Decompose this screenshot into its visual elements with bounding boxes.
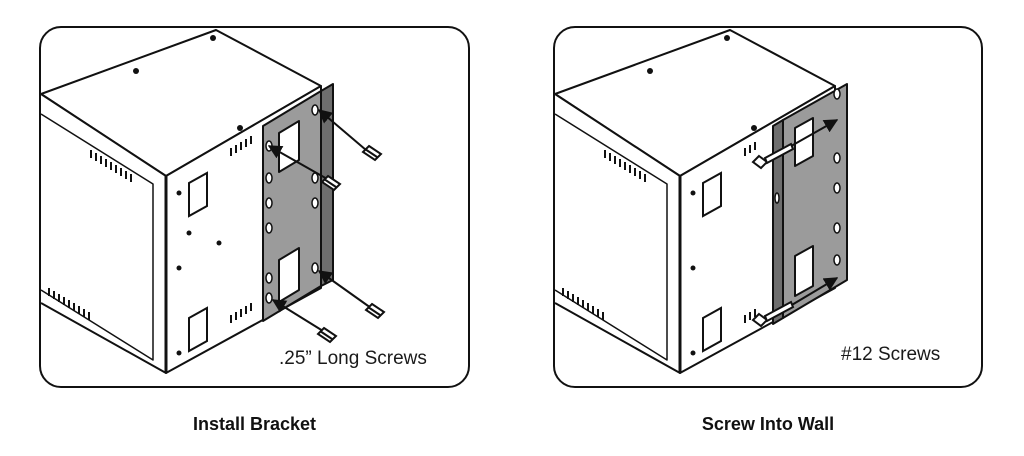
screws (751, 142, 795, 328)
side-cutout-bottom (188, 306, 208, 353)
screw-icon (361, 144, 383, 162)
screw-icon (364, 302, 386, 320)
vent-slots (562, 142, 756, 323)
screw-holes (133, 35, 243, 356)
screw-icon (751, 300, 795, 328)
arrow-icon (267, 145, 330, 181)
screw-icon (320, 174, 342, 192)
front-panel-inset (41, 113, 154, 361)
arrow-icon (271, 299, 324, 332)
screw-spec-label: #12 Screws (841, 344, 941, 365)
install-bracket-illustration (41, 29, 386, 374)
wall-bracket (262, 83, 334, 322)
screw-icon (316, 326, 338, 344)
screw-icon (751, 142, 795, 170)
vent-slots (48, 136, 252, 323)
screw-holes (647, 35, 757, 356)
front-panel-inset (555, 113, 668, 361)
arrow-icon (317, 270, 372, 309)
step-panel-screw-into-wall: #12 Screws (553, 26, 983, 388)
step-caption-screw-into-wall: Screw Into Wall (701, 414, 835, 434)
screw-into-wall-illustration (555, 29, 848, 374)
screws (316, 144, 386, 344)
screw-spec-label: .25” Long Screws (279, 348, 427, 369)
side-cutout-bottom (702, 306, 722, 353)
side-cutout-top (188, 171, 208, 218)
step-panel-install-bracket: .25” Long Screws (39, 26, 470, 388)
arrow-icon (317, 109, 367, 151)
step-caption-install-bracket: Install Bracket (192, 414, 317, 434)
side-cutout-top (702, 171, 722, 218)
install-arrows (267, 109, 372, 332)
